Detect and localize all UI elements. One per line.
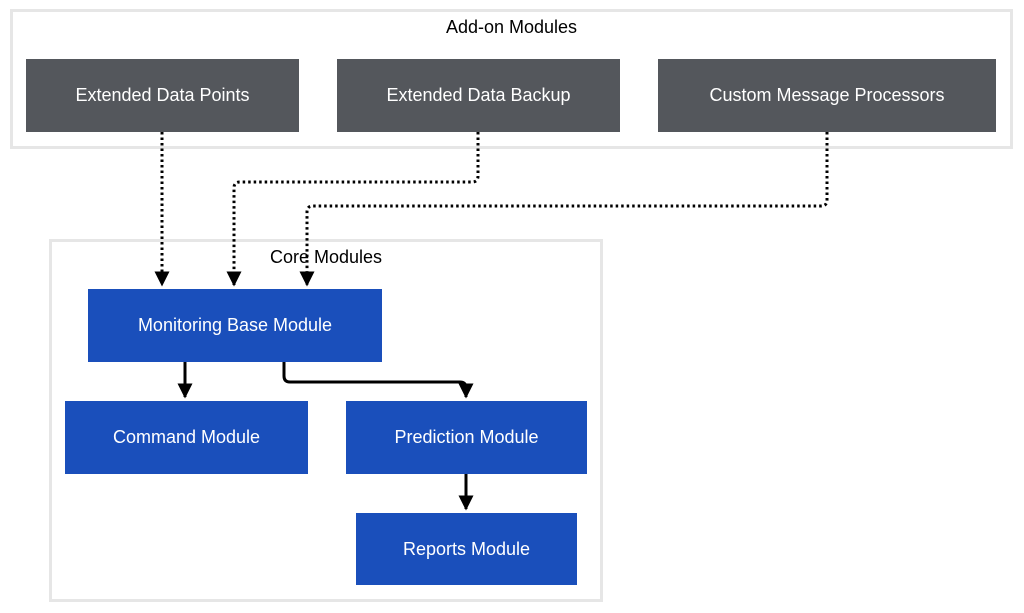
command-module-node[interactable]: Command Module [65, 401, 308, 474]
monitoring-base-module-node[interactable]: Monitoring Base Module [88, 289, 382, 362]
reports-module-node[interactable]: Reports Module [356, 513, 577, 585]
addon-modules-title: Add-on Modules [445, 17, 578, 37]
prediction-module-node[interactable]: Prediction Module [346, 401, 587, 474]
extended-data-backup-node[interactable]: Extended Data Backup [337, 59, 620, 132]
custom-message-processors-node[interactable]: Custom Message Processors [658, 59, 996, 132]
extended-data-points-node[interactable]: Extended Data Points [26, 59, 299, 132]
core-modules-title: Core Modules [269, 247, 383, 267]
